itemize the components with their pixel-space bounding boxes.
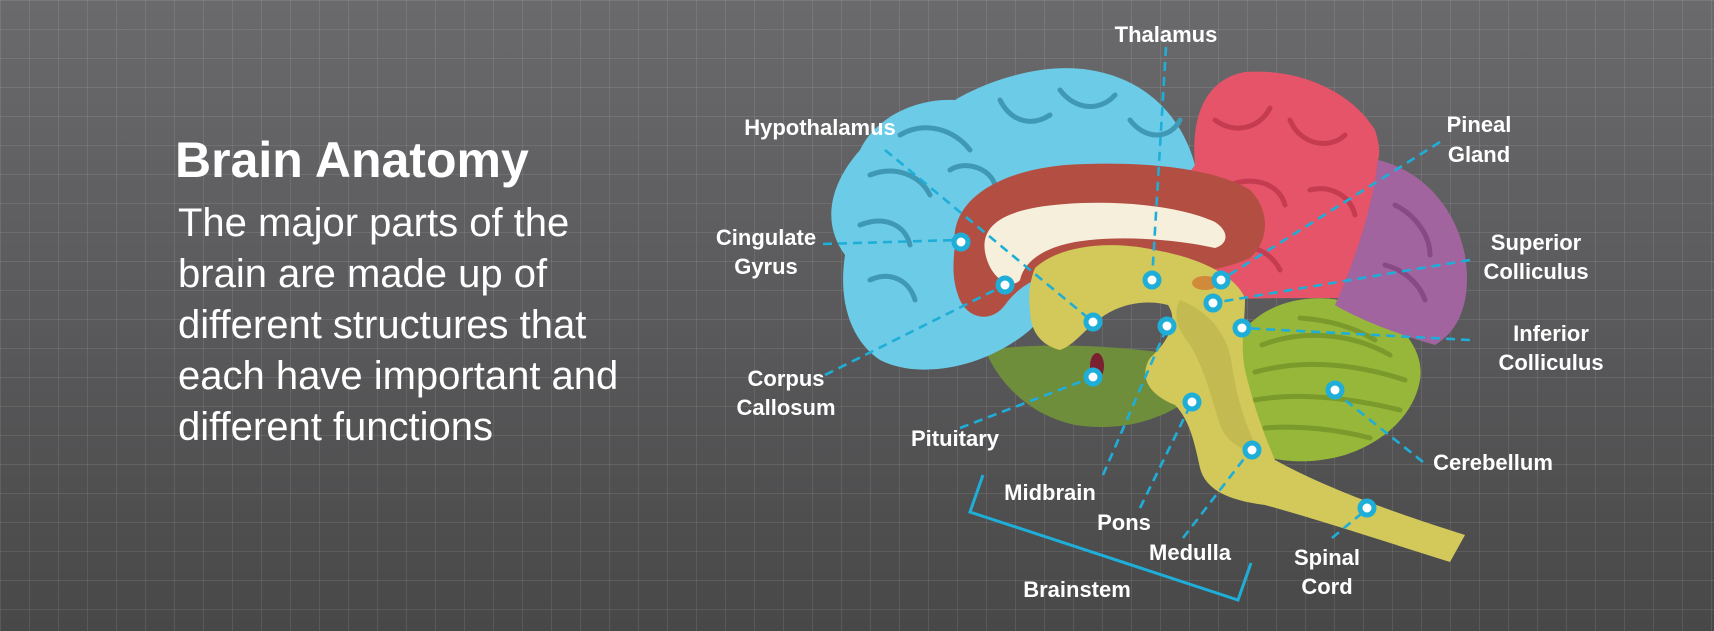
description-line: each have important and <box>178 354 619 398</box>
point-pineal <box>1211 270 1231 290</box>
point-inferior <box>1232 318 1252 338</box>
label-hypothalamus: Hypothalamus <box>744 115 896 140</box>
label-cingulate-1: Cingulate <box>716 225 816 250</box>
occipital-lobe <box>1335 160 1467 345</box>
label-thalamus: Thalamus <box>1115 22 1218 47</box>
label-corpus-2: Callosum <box>736 395 835 420</box>
leader-inferior <box>1241 326 1471 342</box>
leader-pituitary <box>959 375 1094 430</box>
point-thalamus <box>1142 270 1162 290</box>
label-pituitary: Pituitary <box>911 426 1000 451</box>
point-midbrain <box>1157 316 1177 336</box>
description-line: different functions <box>178 405 494 449</box>
leader-pons <box>1138 401 1194 509</box>
brainstem-shade <box>1176 300 1260 455</box>
leader-superior <box>1212 258 1471 305</box>
label-cingulate-2: Gyrus <box>734 254 798 279</box>
brainstem <box>1029 245 1465 562</box>
label-pons: Pons <box>1097 510 1151 535</box>
brainstem-bracket <box>968 474 1253 602</box>
point-medulla <box>1242 440 1262 460</box>
leader-medulla <box>1181 450 1252 539</box>
point-spinal <box>1357 498 1377 518</box>
leader-cerebellum <box>1334 390 1424 464</box>
point-corpus <box>995 275 1015 295</box>
point-cingulate <box>951 232 971 252</box>
label-corpus-1: Corpus <box>748 366 825 391</box>
frontal-gyri <box>857 87 1183 303</box>
description: The major parts of the brain are made up… <box>178 198 678 453</box>
leader-thalamus <box>1150 46 1168 281</box>
cingulate-gyrus <box>953 163 1265 317</box>
occipital-gyri <box>1382 202 1433 303</box>
parietal-gyri <box>1212 105 1358 273</box>
page-title: Brain Anatomy <box>175 132 529 188</box>
description-line: brain are made up of <box>178 252 548 296</box>
point-superior <box>1203 293 1223 313</box>
leader-corpus <box>824 283 1006 377</box>
leader-cingulate <box>822 238 958 246</box>
point-pons <box>1182 392 1202 412</box>
description-line: different structures that <box>178 303 587 347</box>
point-hypothalamus <box>1083 312 1103 332</box>
label-cerebellum: Cerebellum <box>1433 450 1553 475</box>
leader-midbrain <box>1101 326 1169 476</box>
corpus-callosum <box>984 202 1226 284</box>
point-cerebellum <box>1325 380 1345 400</box>
label-superior-2: Colliculus <box>1483 259 1588 284</box>
label-medulla: Medulla <box>1149 540 1232 565</box>
label-pineal-2: Gland <box>1448 142 1510 167</box>
cerebellum-folds <box>1252 315 1408 441</box>
label-inferior-1: Inferior <box>1513 321 1589 346</box>
point-pituitary <box>1083 367 1103 387</box>
leader-pineal <box>1220 140 1441 282</box>
label-inferior-2: Colliculus <box>1498 350 1603 375</box>
label-spinal-1: Spinal <box>1294 545 1360 570</box>
label-pineal-1: Pineal <box>1447 112 1512 137</box>
pineal-gland <box>1192 276 1218 290</box>
description-line: The major parts of the <box>178 201 570 245</box>
label-superior-1: Superior <box>1491 230 1582 255</box>
label-spinal-2: Cord <box>1301 574 1352 599</box>
label-midbrain: Midbrain <box>1004 480 1096 505</box>
label-brainstem: Brainstem <box>1023 577 1131 602</box>
